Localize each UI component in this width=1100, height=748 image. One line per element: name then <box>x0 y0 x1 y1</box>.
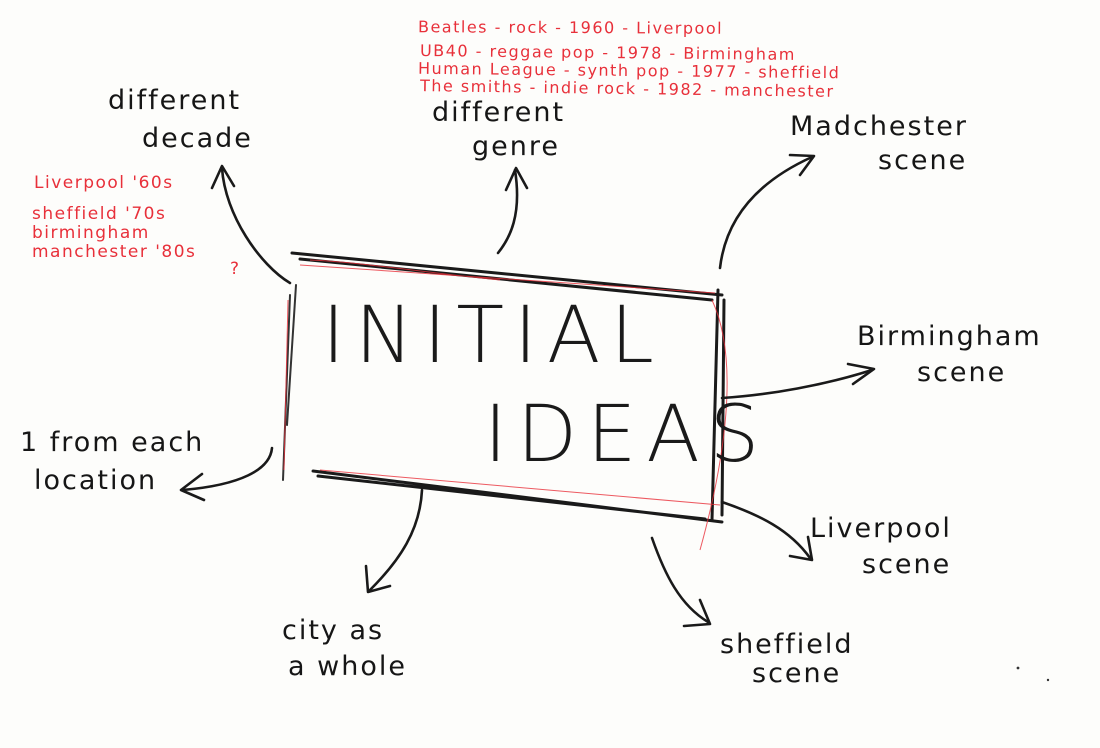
branch-city-line1: city as <box>282 615 385 646</box>
arrow-to-madchester <box>718 155 814 270</box>
center-title-line2: IDEAS <box>484 390 770 480</box>
arrow-to-decade <box>220 166 292 285</box>
branch-sheffield-line1: sheffield <box>720 629 854 660</box>
arrowhead-liverpool <box>788 535 814 562</box>
arrow-to-genre <box>496 168 519 255</box>
arrow-to-sheffield <box>650 536 710 624</box>
box-bottom-edge <box>311 469 724 524</box>
branch-birmingham-line2: scene <box>917 357 1007 388</box>
arrow-to-liverpool <box>720 500 812 560</box>
arrow-to-location <box>181 446 274 492</box>
branch-decade-line1: different <box>108 85 242 116</box>
arrowhead-location <box>179 472 206 502</box>
branch-genre-line1: different <box>432 97 566 128</box>
branch-liverpool-line2: scene <box>862 549 952 580</box>
arrowhead-sheffield <box>682 598 712 628</box>
branch-madchester-line1: Madchester <box>790 111 968 142</box>
arrowhead-genre <box>504 166 529 192</box>
box-top-edge <box>290 251 724 302</box>
genre-note-1: Beatles - rock - 1960 - Liverpool <box>417 17 724 38</box>
branch-city-line2: a whole <box>288 651 407 682</box>
box-red-sketch <box>283 259 728 551</box>
arrowhead-decade <box>210 164 236 190</box>
decade-note-3: birmingham <box>32 223 150 243</box>
box-right-edge <box>710 288 726 522</box>
branch-location-line1: 1 from each <box>20 427 205 458</box>
branch-sheffield-line2: scene <box>752 658 842 689</box>
decade-note-4: manchester '80s <box>32 242 197 262</box>
arrowhead-madchester <box>788 153 816 177</box>
arrow-to-birmingham <box>720 368 874 400</box>
branch-location-line2: location <box>34 465 158 496</box>
center-title-line1: INITIAL <box>322 291 664 381</box>
decade-note-1: Liverpool '60s <box>34 173 174 193</box>
decade-note-2: sheffield '70s <box>32 204 167 224</box>
branch-decade-line2: decade <box>142 123 253 154</box>
arrow-to-city <box>368 488 424 592</box>
branch-birmingham-line1: Birmingham <box>857 321 1042 352</box>
branch-genre-line2: genre <box>472 131 560 162</box>
arrowhead-city <box>364 564 392 594</box>
branch-liverpool-line1: Liverpool <box>810 513 952 544</box>
arrowhead-birmingham <box>846 362 876 386</box>
branch-madchester-line2: scene <box>878 145 968 176</box>
decade-note-question: ? <box>230 259 241 279</box>
